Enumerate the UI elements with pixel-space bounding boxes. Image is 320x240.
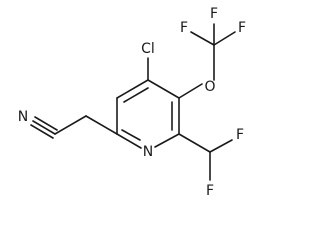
molecule-structure-diagram: Cl N O F F F F F N [18, 6, 246, 199]
chlorine-atom-label: Cl [141, 41, 155, 57]
trifluoromethoxy-fluorine-left-label: F [180, 20, 188, 36]
bond-c2-n1 [154, 133, 180, 148]
difluoromethyl-fluorine-right-label: F [236, 127, 244, 143]
trifluoromethoxy-fluorine-top-label: F [210, 6, 218, 22]
bond-chf2-f-right [209, 139, 233, 153]
bond-c2-chf2 [178, 133, 211, 153]
bond-cf3-f-left [190, 31, 215, 46]
atom-labels: Cl N O F F F F F N [18, 6, 246, 199]
trifluoromethoxy-fluorine-right-label: F [238, 20, 246, 36]
bond-c5-c4-outer [116, 79, 149, 99]
nitrile-triple-bond-2 [30, 124, 54, 139]
pyridine-ring [116, 79, 180, 149]
nitrile-triple-bond-1 [32, 120, 56, 135]
bond-c5-c4-inner [123, 87, 149, 103]
bond-n1-c6-inner [121, 129, 141, 141]
bond-c4-c3 [147, 79, 180, 99]
ring-nitrogen-atom-label: N [143, 144, 153, 160]
difluoromethyl-fluorine-bottom-label: F [206, 183, 214, 199]
ether-oxygen-atom-label: O [204, 79, 215, 95]
bond-c6-ch2 [85, 115, 118, 135]
bond-ch2-cn [54, 115, 87, 135]
substituent-bonds [30, 23, 236, 181]
nitrile-triple-bond-3 [34, 116, 58, 131]
bond-cf3-f-right [213, 31, 236, 46]
bond-n1-c6 [116, 133, 142, 149]
nitrile-nitrogen-atom-label: N [18, 109, 28, 125]
bond-c3-o [178, 83, 203, 99]
